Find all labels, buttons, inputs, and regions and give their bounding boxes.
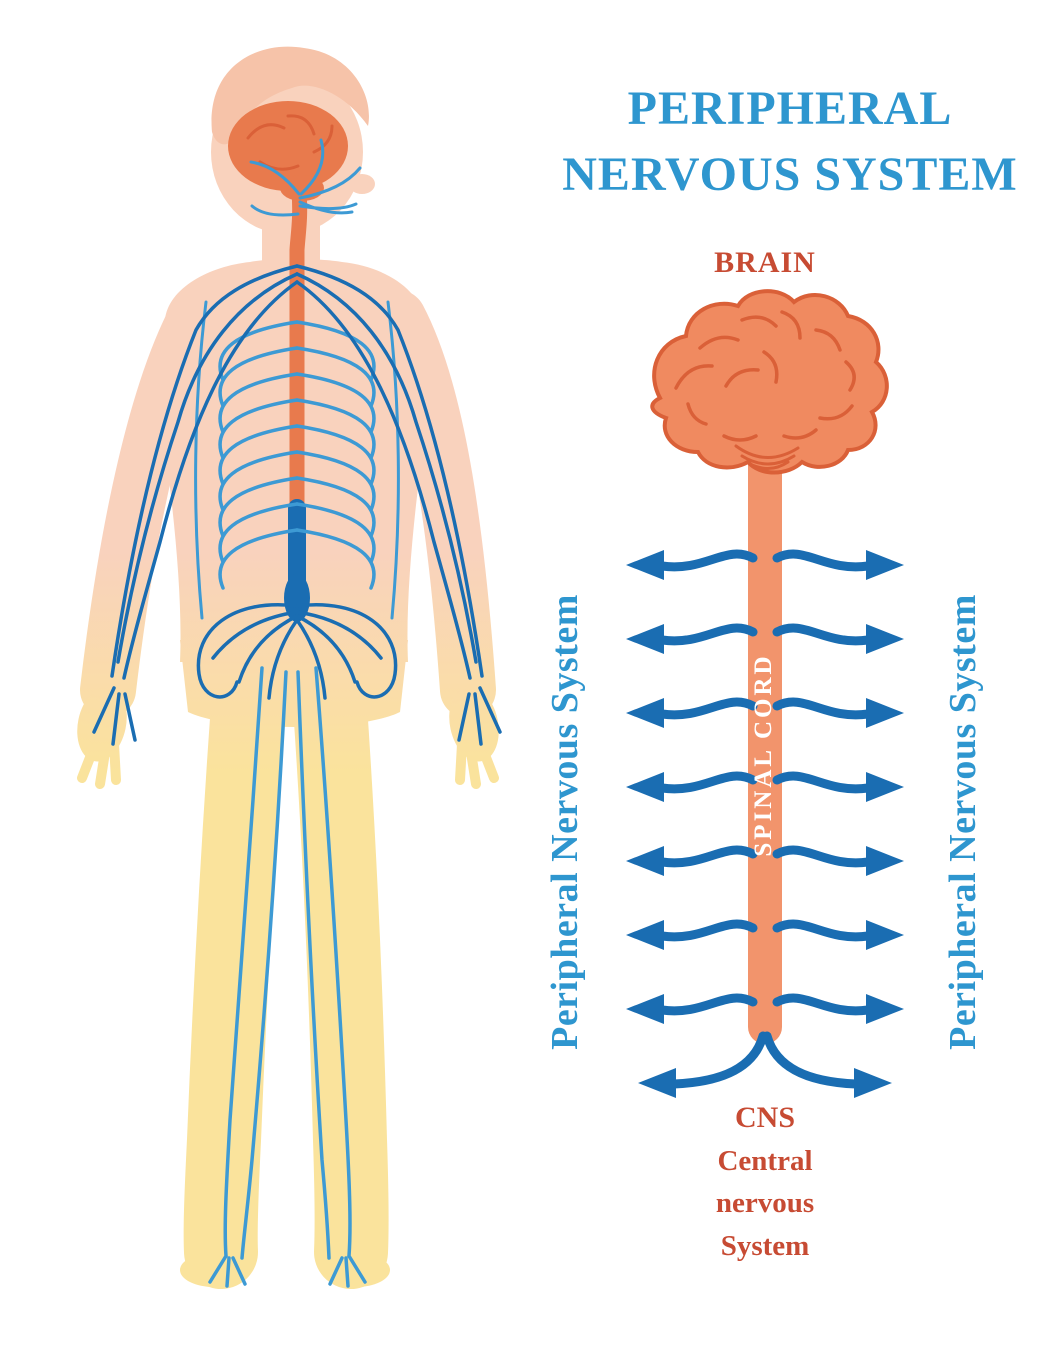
nerve-network xyxy=(92,138,502,1288)
peripheral-label-right: Peripheral Nervous System xyxy=(942,594,984,1050)
cns-line2: nervous xyxy=(715,1187,815,1220)
cns-label: CNS Central nervous System xyxy=(520,1096,1010,1268)
cns-diagram xyxy=(626,289,904,1098)
spinal-cord-bar xyxy=(748,440,782,1044)
arrow-group-right xyxy=(762,549,904,1098)
cns-abbr: CNS xyxy=(734,1101,795,1134)
spinal-cord-label: SPINAL CORD xyxy=(750,653,777,857)
brain-label: BRAIN xyxy=(714,246,816,279)
cns-line1: Central xyxy=(717,1144,813,1177)
diagram-brain-icon xyxy=(650,289,889,475)
body-spinal-cord xyxy=(289,184,308,516)
sacral-plexus xyxy=(284,574,310,622)
hair-shape xyxy=(211,46,369,145)
arrow-group-left xyxy=(626,549,768,1098)
body-silhouette xyxy=(77,46,499,1289)
page-title: PERIPHERAL NERVOUS SYSTEM xyxy=(530,76,1050,208)
page-title-line1: PERIPHERAL xyxy=(627,82,953,135)
human-figure-illustration xyxy=(77,46,502,1289)
peripheral-label-left: Peripheral Nervous System xyxy=(544,594,586,1050)
cns-line3: System xyxy=(720,1230,810,1263)
page-title-line2: NERVOUS SYSTEM xyxy=(562,148,1018,202)
